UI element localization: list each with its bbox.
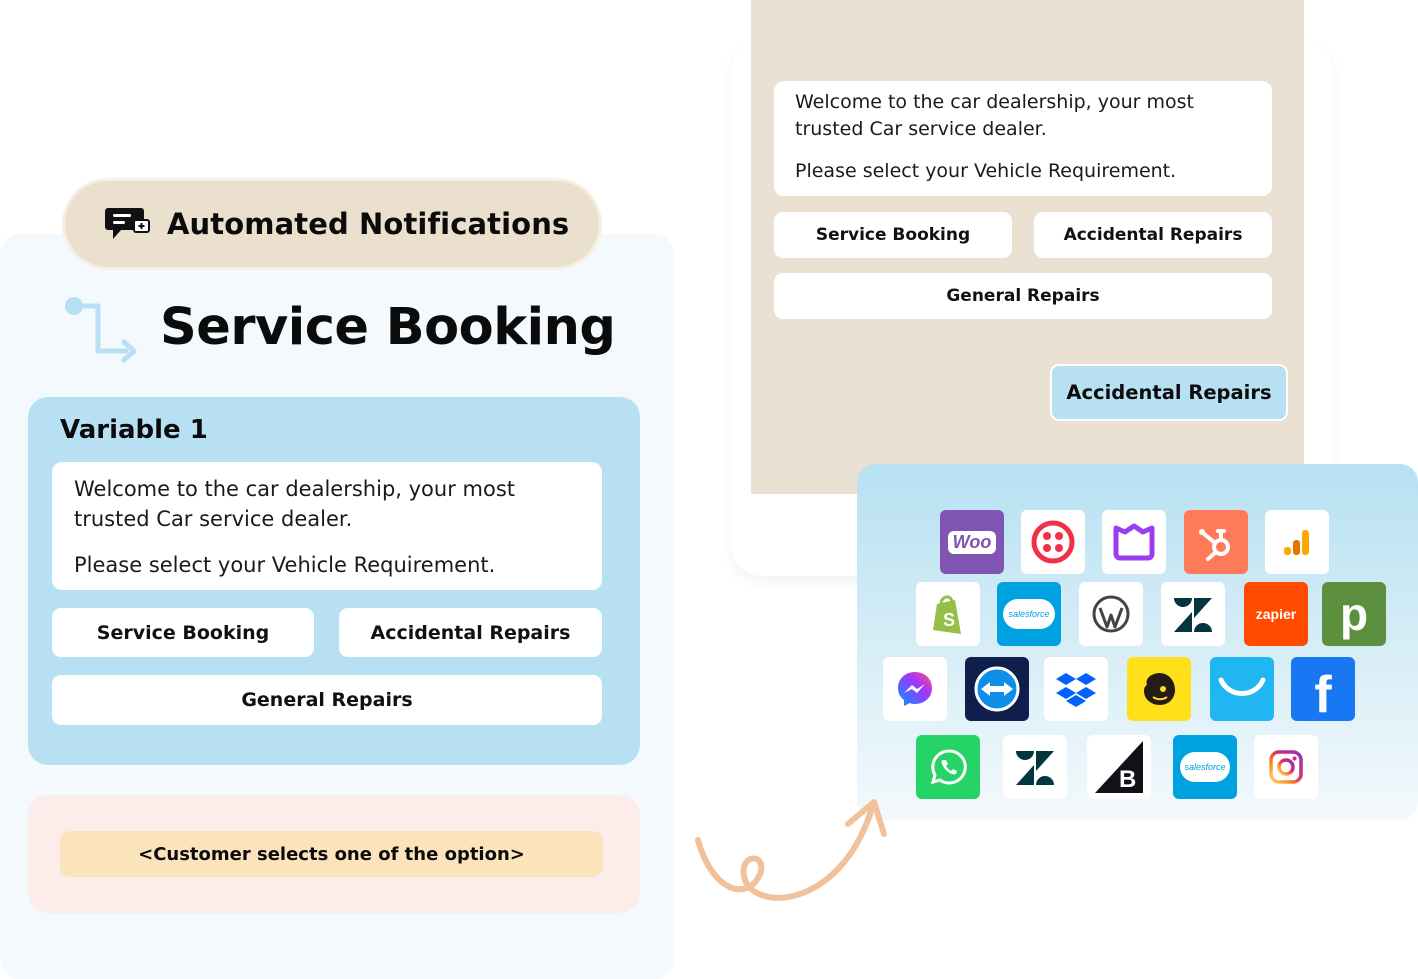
option-service-booking-button[interactable]: Service Booking: [52, 608, 314, 657]
pipedrive-logo: p: [1322, 582, 1386, 646]
teamviewer-logo: [965, 657, 1029, 721]
chat-option-accidental-repairs-button[interactable]: Accidental Repairs: [1034, 212, 1272, 258]
chat-message: Welcome to the car dealership, your most…: [774, 81, 1272, 196]
bigcommerce-logo: B: [1087, 735, 1151, 799]
facebook-logo: f: [1291, 657, 1355, 721]
variable-label: Variable 1: [60, 415, 208, 445]
twilio-logo: [1021, 510, 1085, 574]
pill-label: Automated Notifications: [167, 207, 570, 241]
chat-message-line2: Please select your Vehicle Requirement.: [795, 160, 1177, 182]
option-accidental-repairs-button[interactable]: Accidental Repairs: [339, 608, 602, 657]
option-general-repairs-button[interactable]: General Repairs: [52, 675, 602, 725]
salesforce-text: salesforce: [1008, 609, 1050, 619]
curly-arrow-icon: [695, 799, 887, 901]
automated-notifications-pill: Automated Notifications: [62, 178, 602, 270]
customer-action-label: <Customer selects one of the option>: [60, 831, 603, 877]
salesforce-logo: salesforce: [1173, 735, 1237, 799]
variable-message-line1: Welcome to the car dealership, your most…: [74, 477, 515, 531]
chat-message-line1: Welcome to the car dealership, your most…: [795, 91, 1194, 140]
instagram-logo: [1254, 735, 1318, 799]
svg-text:S: S: [943, 610, 955, 630]
woocommerce-logo: Woo: [940, 510, 1004, 574]
wordpress-logo: [1079, 582, 1143, 646]
hubspot-logo: [1184, 510, 1248, 574]
flow-arrow-icon: [65, 297, 137, 363]
variable-message: Welcome to the car dealership, your most…: [52, 462, 602, 590]
chat-option-service-booking-button[interactable]: Service Booking: [774, 212, 1012, 258]
chat-option-general-repairs-button[interactable]: General Repairs: [774, 273, 1272, 319]
zapier-text: zapier: [1255, 606, 1297, 622]
svg-text:B: B: [1119, 766, 1136, 793]
whatsapp-logo: [916, 735, 980, 799]
page-title: Service Booking: [160, 298, 616, 357]
ultramsg-logo: [1102, 510, 1166, 574]
dropbox-logo: [1044, 657, 1108, 721]
facebook-text: f: [1314, 666, 1332, 721]
google-analytics-logo: [1265, 510, 1329, 574]
messenger-logo: [883, 657, 947, 721]
zendesk-logo: [1003, 735, 1067, 799]
mailchimp-logo: [1127, 657, 1191, 721]
variable-message-line2: Please select your Vehicle Requirement.: [74, 553, 496, 577]
woo-text: Woo: [947, 530, 997, 554]
chat-selected-reply: Accidental Repairs: [1050, 364, 1288, 421]
zendesk-logo: [1161, 582, 1225, 646]
integrations-panel: Woo S salesforce zapier p: [857, 464, 1418, 820]
chat-notification-icon: [105, 208, 150, 239]
salesforce-text: salesforce: [1184, 762, 1226, 772]
salesforce-logo: salesforce: [997, 582, 1061, 646]
zapier-logo: zapier: [1244, 582, 1308, 646]
pipedrive-text: p: [1339, 588, 1369, 640]
freshdesk-logo: [1210, 657, 1274, 721]
shopify-logo: S: [916, 582, 980, 646]
